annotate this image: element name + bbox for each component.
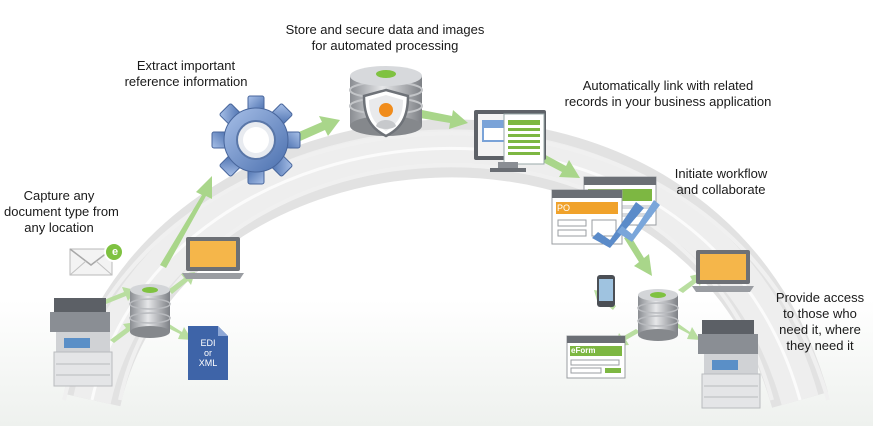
label-extract: Extract important reference information bbox=[116, 58, 256, 90]
eform-window bbox=[566, 335, 626, 379]
mobile-phone-icon bbox=[597, 275, 615, 307]
arrow-to-link bbox=[420, 110, 468, 129]
check-icon bbox=[617, 200, 660, 242]
flow-arrows bbox=[160, 110, 652, 276]
database-icon bbox=[129, 284, 171, 338]
label-extract-line-1: Extract important bbox=[136, 58, 236, 73]
email-badge-text: e bbox=[111, 246, 119, 258]
eform-text: eForm bbox=[571, 346, 596, 355]
xml-line: XML bbox=[198, 358, 218, 368]
window-front bbox=[551, 189, 623, 245]
label-capture-line-3: any location bbox=[24, 220, 94, 235]
or-line: or bbox=[203, 348, 212, 358]
label-store-line-2: for automated processing bbox=[311, 38, 459, 53]
multifunction-printer-icon bbox=[698, 320, 761, 409]
label-store-line-1: Store and secure data and images bbox=[285, 22, 485, 37]
edi-xml-document-icon bbox=[188, 326, 228, 380]
po-form-text: PO bbox=[557, 203, 571, 213]
label-access-line-1: Provide access bbox=[775, 290, 865, 305]
label-link-line-1: Automatically link with related bbox=[582, 78, 754, 93]
label-access-line-4: they need it bbox=[786, 338, 854, 353]
workflow-windows bbox=[551, 176, 660, 248]
label-capture-line-1: Capture any bbox=[23, 188, 95, 203]
arrow-down-right bbox=[624, 235, 652, 276]
label-workflow: Initiate workflow and collaborate bbox=[666, 166, 776, 198]
label-workflow-line-2: and collaborate bbox=[676, 182, 766, 197]
laptop-icon bbox=[692, 250, 754, 292]
monitor-icon bbox=[474, 110, 546, 172]
shield-icon bbox=[362, 88, 410, 138]
check-icon bbox=[592, 202, 644, 248]
arrow-up-left bbox=[160, 176, 212, 268]
label-capture: Capture any document type from any locat… bbox=[4, 188, 119, 236]
label-store: Store and secure data and images for aut… bbox=[276, 22, 494, 54]
label-extract-line-2: reference information bbox=[124, 74, 248, 89]
label-workflow-line-1: Initiate workflow bbox=[674, 166, 768, 181]
arrow-to-workflow bbox=[535, 152, 580, 178]
edi-line: EDI bbox=[200, 338, 216, 348]
label-access: Provide access to those who need it, whe… bbox=[770, 290, 870, 354]
label-link: Automatically link with related records … bbox=[553, 78, 783, 110]
label-capture-line-2: document type from bbox=[4, 204, 119, 219]
label-link-line-2: records in your business application bbox=[564, 94, 772, 109]
multifunction-printer-icon bbox=[50, 298, 113, 387]
edi-xml-text: EDI or XML bbox=[190, 338, 226, 368]
email-badge-icon bbox=[104, 242, 124, 262]
database-icon bbox=[637, 289, 679, 341]
gear-icon bbox=[211, 95, 301, 185]
label-access-line-2: to those who bbox=[783, 306, 857, 321]
laptop-icon bbox=[182, 237, 244, 279]
label-access-line-3: need it, where bbox=[779, 322, 861, 337]
